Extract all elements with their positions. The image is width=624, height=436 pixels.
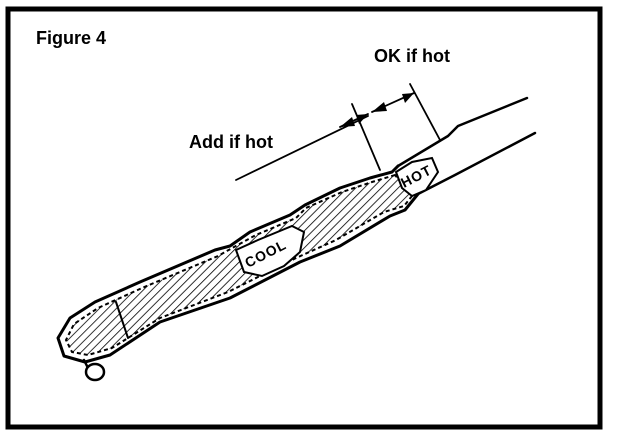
ok-if-hot-label: OK if hot bbox=[374, 46, 450, 66]
blade-division-line bbox=[115, 301, 129, 339]
cool-zone-window bbox=[234, 224, 306, 278]
hot-zone-window bbox=[394, 156, 440, 198]
oil-drip bbox=[82, 358, 106, 382]
oil-film-hatched bbox=[64, 173, 414, 357]
ok-if-hot-arrow bbox=[371, 92, 415, 113]
add-if-hot-label: Add if hot bbox=[189, 132, 273, 152]
add-if-hot-arrow bbox=[339, 113, 369, 128]
dipstick-shaft bbox=[396, 96, 537, 196]
dipstick-blade bbox=[56, 164, 420, 364]
figure-title: Figure 4 bbox=[36, 28, 106, 48]
